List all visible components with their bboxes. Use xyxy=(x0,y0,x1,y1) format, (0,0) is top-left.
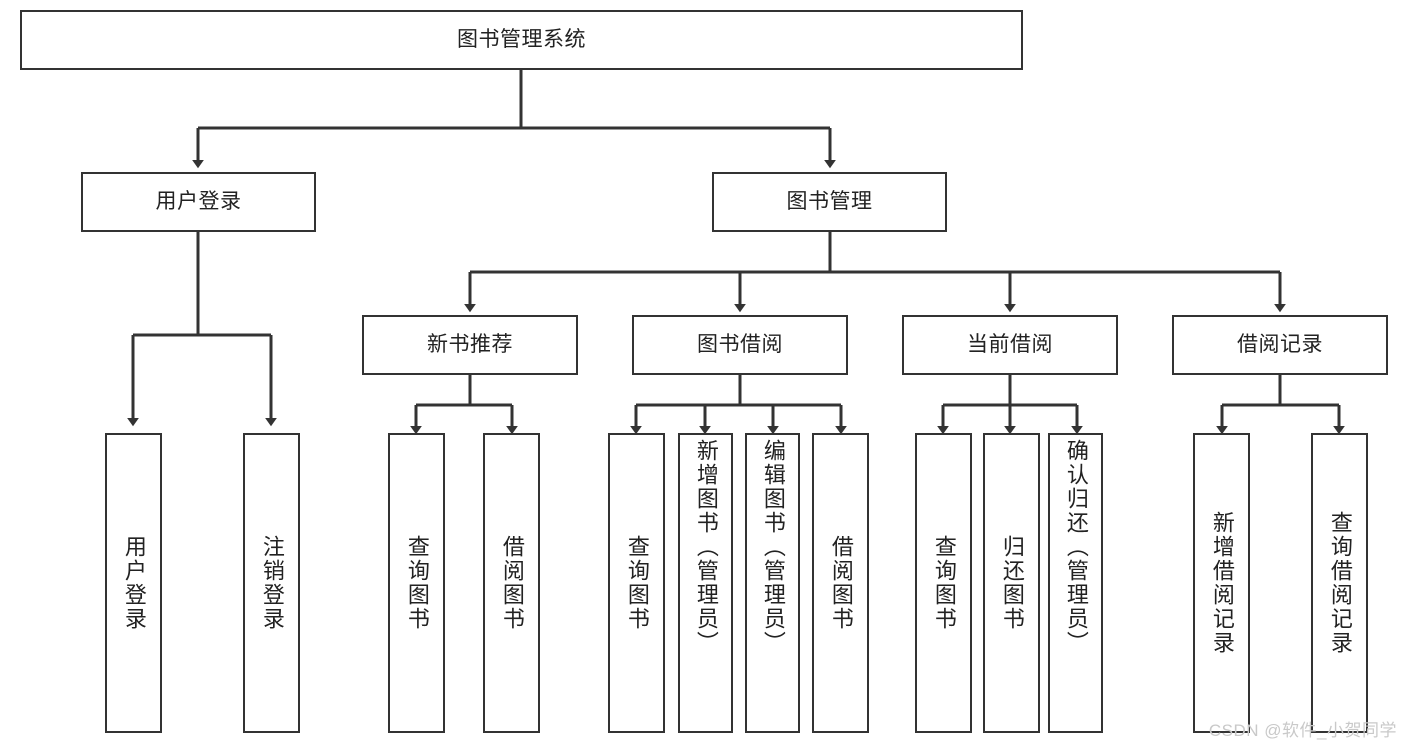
node-book-borrow-label: 图书借阅 xyxy=(697,332,783,356)
node-leaf-user-login-label: 用户登录 xyxy=(121,535,147,631)
node-leaf-return-book-label: 归还图书 xyxy=(999,535,1025,631)
node-leaf-query-record-label: 查询借阅记录 xyxy=(1327,511,1353,655)
node-leaf-query-book-2-label: 查询图书 xyxy=(624,535,650,631)
node-leaf-query-book-1[interactable]: 查询图书 xyxy=(388,433,445,733)
node-leaf-query-book-3[interactable]: 查询图书 xyxy=(915,433,972,733)
node-leaf-add-record[interactable]: 新增借阅记录 xyxy=(1193,433,1250,733)
node-borrow-record-label: 借阅记录 xyxy=(1237,332,1323,356)
node-leaf-confirm-return[interactable]: 确认归还（管理员） xyxy=(1048,433,1103,733)
node-user-login[interactable]: 用户登录 xyxy=(81,172,316,232)
node-leaf-add-book[interactable]: 新增图书（管理员） xyxy=(678,433,733,733)
node-leaf-query-book-1-label: 查询图书 xyxy=(404,535,430,631)
node-leaf-query-record[interactable]: 查询借阅记录 xyxy=(1311,433,1368,733)
node-leaf-add-book-label: 新增图书（管理员） xyxy=(693,439,719,655)
node-leaf-add-record-label: 新增借阅记录 xyxy=(1209,511,1235,655)
node-book-borrow[interactable]: 图书借阅 xyxy=(632,315,848,375)
node-book-manage[interactable]: 图书管理 xyxy=(712,172,947,232)
node-leaf-borrow-book-1-label: 借阅图书 xyxy=(499,535,525,631)
node-leaf-query-book-3-label: 查询图书 xyxy=(931,535,957,631)
node-leaf-return-book[interactable]: 归还图书 xyxy=(983,433,1040,733)
node-current-borrow[interactable]: 当前借阅 xyxy=(902,315,1118,375)
node-leaf-borrow-book-2-label: 借阅图书 xyxy=(828,535,854,631)
node-borrow-record[interactable]: 借阅记录 xyxy=(1172,315,1388,375)
node-root-label: 图书管理系统 xyxy=(457,27,586,51)
node-user-login-label: 用户登录 xyxy=(155,189,242,213)
node-leaf-user-login[interactable]: 用户登录 xyxy=(105,433,162,733)
node-root[interactable]: 图书管理系统 xyxy=(20,10,1023,70)
node-current-borrow-label: 当前借阅 xyxy=(967,332,1053,356)
node-leaf-logout-label: 注销登录 xyxy=(259,535,285,631)
node-leaf-logout[interactable]: 注销登录 xyxy=(243,433,300,733)
node-new-book-rec-label: 新书推荐 xyxy=(427,332,513,356)
node-leaf-borrow-book-2[interactable]: 借阅图书 xyxy=(812,433,869,733)
node-book-manage-label: 图书管理 xyxy=(786,189,873,213)
node-new-book-rec[interactable]: 新书推荐 xyxy=(362,315,578,375)
node-leaf-borrow-book-1[interactable]: 借阅图书 xyxy=(483,433,540,733)
node-leaf-query-book-2[interactable]: 查询图书 xyxy=(608,433,665,733)
node-leaf-edit-book-label: 编辑图书（管理员） xyxy=(760,439,786,655)
node-leaf-edit-book[interactable]: 编辑图书（管理员） xyxy=(745,433,800,733)
node-leaf-confirm-return-label: 确认归还（管理员） xyxy=(1063,439,1089,655)
